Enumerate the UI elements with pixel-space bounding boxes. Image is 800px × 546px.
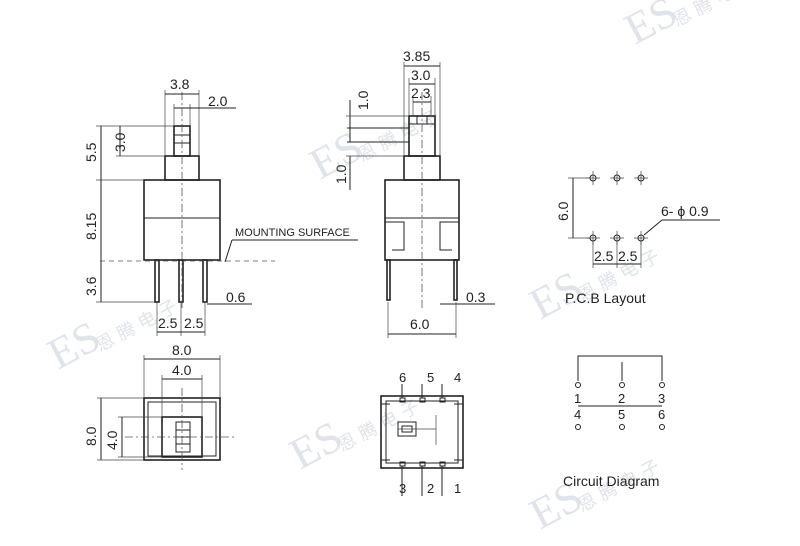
dim-pcb-pitch-2: 2.5 — [618, 248, 638, 264]
front-pin-left — [154, 259, 160, 303]
top-view: 8.0 4.0 8.0 4.0 — [83, 342, 235, 470]
terminal-6 — [659, 424, 665, 430]
mounting-surface-label: MOUNTING SURFACE — [235, 227, 350, 239]
watermark-cn-3: 恩 腾 电 子 — [669, 0, 758, 31]
circuit-label-5: 5 — [618, 407, 625, 422]
circuit-top-bracket — [577, 355, 663, 381]
dim-front-pin-thickness: 0.6 — [226, 289, 246, 305]
dim-front-stem-width: 2.0 — [208, 93, 228, 109]
dim-side-pin-thickness: 0.3 — [466, 289, 486, 305]
dim-front-stem-height: 5.5 — [83, 142, 99, 162]
dim-front-pitch-2: 2.5 — [184, 315, 204, 331]
dim-top-inner-height: 4.0 — [104, 430, 120, 450]
bottom-pin-label-6: 6 — [399, 370, 406, 385]
circuit-label-1: 1 — [574, 391, 581, 406]
dim-side-body-width: 6.0 — [410, 316, 430, 332]
front-pin-right — [202, 259, 208, 303]
bottom-pin-label-4: 4 — [454, 370, 461, 385]
circuit-label-4: 4 — [574, 407, 581, 422]
dim-pcb-row-spacing: 6.0 — [555, 201, 571, 221]
terminal-5 — [619, 424, 625, 430]
watermark-cn-2: 恩 腾 电 子 — [354, 106, 443, 166]
dim-side-top-width: 3.85 — [403, 48, 430, 64]
pcb-layout: 6.0 2.5 2.5 6- ϕ 0.9 P.C.B Layout — [555, 171, 720, 306]
circuit-diagram-title: Circuit Diagram — [563, 473, 659, 489]
circuit-label-2: 2 — [618, 391, 625, 406]
side-pin-left — [386, 259, 391, 301]
dim-front-top-width: 3.8 — [170, 76, 190, 92]
bottom-pin-label-2: 2 — [427, 481, 434, 496]
circuit-diagram: 1 2 3 4 5 6 Circuit Diagram — [563, 355, 665, 489]
terminal-4 — [575, 424, 581, 430]
bottom-pin-label-3: 3 — [399, 481, 406, 496]
pcb-hole-row-top — [586, 171, 648, 185]
dim-top-inner-width: 4.0 — [172, 362, 192, 378]
pcb-layout-title: P.C.B Layout — [565, 290, 646, 306]
side-pin-right — [453, 259, 458, 301]
watermark-es-3: ES — [617, 0, 685, 54]
dim-front-body-height: 8.15 — [83, 213, 99, 240]
terminal-1 — [575, 382, 581, 388]
pcb-hole-callout: 6- ϕ 0.9 — [661, 203, 709, 219]
dim-top-height: 8.0 — [83, 426, 99, 446]
side-body-right-slot — [439, 221, 459, 251]
bottom-pin-label-5: 5 — [427, 370, 434, 385]
dim-side-step-2: 1.0 — [333, 164, 349, 184]
circuit-label-3: 3 — [658, 391, 665, 406]
dim-side-inner-width: 2.3 — [411, 85, 431, 101]
dim-side-step-1: 1.0 — [355, 90, 371, 110]
dim-pcb-pitch-1: 2.5 — [594, 248, 614, 264]
dim-front-pin-height: 3.6 — [83, 276, 99, 296]
watermarks: ES 恩 腾 电 子 ES 恩 腾 电 子 ES 恩 腾 电 子 ES 恩 腾 … — [40, 0, 758, 539]
dim-front-stem-step: 3.0 — [112, 132, 128, 152]
terminal-2 — [619, 382, 625, 388]
front-view: 3.8 2.0 5.5 3.0 8.15 3.6 MOUNTING SURFAC… — [83, 76, 358, 336]
dim-top-width: 8.0 — [172, 342, 192, 358]
terminal-3 — [659, 382, 665, 388]
side-view: 3.85 3.0 2.3 1.0 1.0 0.3 6.0 — [333, 48, 495, 338]
bottom-view: 6 5 4 3 2 1 — [380, 370, 464, 496]
side-body-left-slot — [385, 221, 405, 251]
dim-side-mid-width: 3.0 — [411, 67, 431, 83]
bottom-pin-label-1: 1 — [454, 481, 461, 496]
dim-front-pitch-1: 2.5 — [158, 315, 178, 331]
circuit-label-6: 6 — [658, 407, 665, 422]
